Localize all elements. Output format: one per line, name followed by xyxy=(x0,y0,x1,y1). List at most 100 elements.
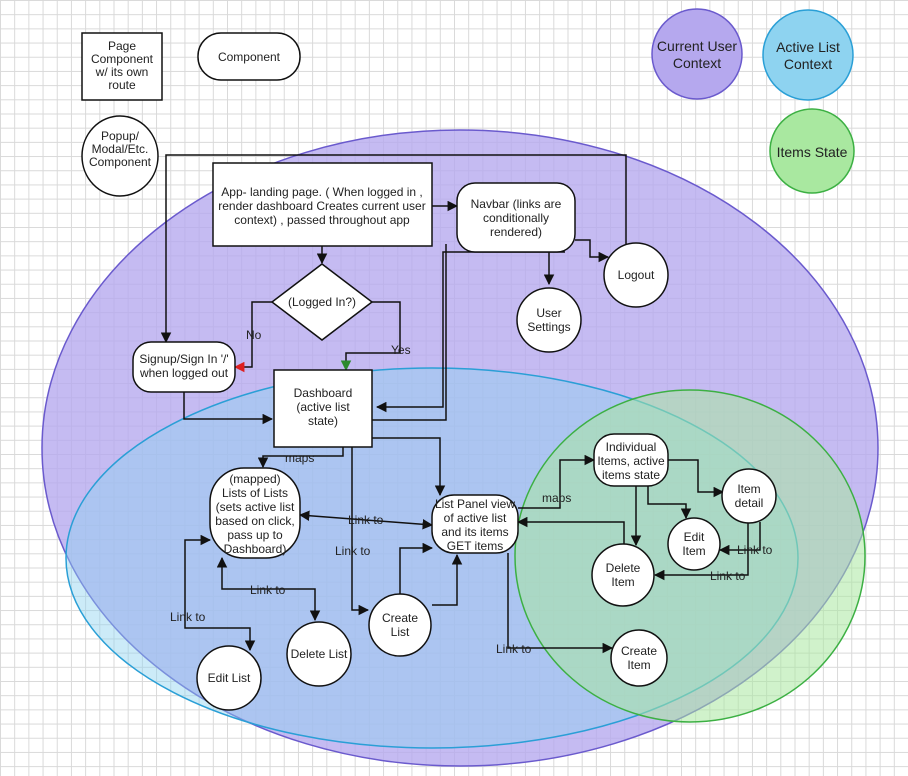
node-lists-line-6: Dashboard) xyxy=(224,542,287,556)
node-individual-items-line-1: Individual xyxy=(606,440,657,454)
node-navbar-line-3: rendered) xyxy=(490,225,542,239)
node-navbar[interactable]: Navbar (links are conditionally rendered… xyxy=(456,182,576,253)
node-lists-line-1: (mapped) xyxy=(229,472,280,486)
node-list-panel-line-2: of active list xyxy=(444,511,507,525)
legend-popup: Popup/ Modal/Etc. Component xyxy=(81,115,159,197)
legend-current-user-context: Current User Context xyxy=(651,8,743,100)
node-dashboard-line-2: (active list xyxy=(296,400,350,414)
legend-items-state-line-1: Items State xyxy=(777,144,848,160)
legend-page-component: Page Component w/ its own route xyxy=(81,32,163,101)
node-delete-list[interactable]: Delete List xyxy=(286,621,352,687)
legend-popup-line-1: Popup/ xyxy=(101,129,140,143)
edge-item-detail-to-delete-item xyxy=(653,522,749,581)
legend-active-list-context-line-2: Context xyxy=(784,56,832,72)
edge-label-link-to-lists-panel: Link to xyxy=(348,513,384,527)
node-logout[interactable]: Logout xyxy=(603,242,669,308)
edge-logged-in-yes xyxy=(340,301,401,372)
node-list-panel-line-4: GET items xyxy=(447,539,503,553)
legend-items-state: Items State xyxy=(769,108,855,194)
node-list-panel-line-1: List Panel view xyxy=(435,497,515,511)
edge-dashboard-to-create-list xyxy=(351,447,370,616)
edge-logout-to-signup xyxy=(160,154,627,344)
node-app-line-3: context) , passed throughout app xyxy=(234,213,410,227)
node-create-list[interactable]: Create List xyxy=(368,593,432,657)
node-dashboard-line-3: state) xyxy=(308,414,338,428)
node-edit-item[interactable]: Edit Item xyxy=(667,517,721,571)
edge-dashboard-to-lists xyxy=(257,447,344,469)
node-list-panel-line-3: and its items xyxy=(441,525,508,539)
node-navbar-line-1: Navbar (links are xyxy=(471,197,562,211)
node-edit-item-line-2: Item xyxy=(682,544,705,558)
edge-navbar-to-dashboard xyxy=(372,244,447,421)
node-edit-list-line-1: Edit List xyxy=(208,671,251,685)
node-create-list-line-2: List xyxy=(391,625,410,639)
edge-label-no: No xyxy=(246,328,262,342)
node-app-line-2: render dashboard Creates current user xyxy=(218,199,425,213)
edge-individual-items-to-edit-item xyxy=(647,484,692,520)
node-logged-in-decision[interactable]: (Logged In?) xyxy=(270,263,374,341)
node-navbar-line-2: conditionally xyxy=(483,211,549,225)
legend-current-user-context-line-2: Context xyxy=(673,55,721,71)
edge-item-detail-to-edit-item xyxy=(718,522,761,556)
node-individual-items-line-3: items state xyxy=(602,468,660,482)
node-edit-list[interactable]: Edit List xyxy=(196,645,262,711)
edge-label-maps-2: maps xyxy=(542,491,571,505)
node-list-panel[interactable]: List Panel view of active list and its i… xyxy=(431,494,519,554)
legend-popup-line-2: Modal/Etc. xyxy=(92,142,149,156)
node-edit-item-line-1: Edit xyxy=(684,530,705,544)
edge-list-panel-to-create-item xyxy=(507,553,614,654)
node-item-detail-line-2: detail xyxy=(735,496,764,510)
node-logged-in-line-1: (Logged In?) xyxy=(288,295,356,309)
edge-list-panel-to-individual-items xyxy=(518,454,596,509)
node-lists-line-3: (sets active list xyxy=(216,500,295,514)
legend-popup-line-3: Component xyxy=(89,155,152,169)
edge-label-link-to-edit-item: Link to xyxy=(737,543,773,557)
edge-label-maps-1: maps xyxy=(285,451,314,465)
node-delete-list-line-1: Delete List xyxy=(291,647,348,661)
node-app-line-1: App- landing page. ( When logged in , xyxy=(221,185,422,199)
node-lists[interactable]: (mapped) Lists of Lists (sets active lis… xyxy=(209,467,301,559)
node-create-item-line-1: Create xyxy=(621,644,657,658)
edge-label-link-to-dash-create: Link to xyxy=(335,544,371,558)
edge-navbar-to-logout xyxy=(575,239,610,263)
edge-logged-in-no xyxy=(233,301,272,373)
node-delete-item-line-1: Delete xyxy=(606,561,641,575)
node-lists-line-2: Lists of Lists xyxy=(222,486,288,500)
legend-page-component-line-4: route xyxy=(108,78,136,92)
legend-page-component-line-2: Component xyxy=(91,52,154,66)
node-delete-item-line-2: Item xyxy=(611,575,634,589)
node-create-list-line-1: Create xyxy=(382,611,418,625)
legend-active-list-context: Active List Context xyxy=(762,9,854,101)
node-lists-line-4: based on click, xyxy=(215,514,294,528)
legend-current-user-context-line-1: Current User xyxy=(657,38,737,54)
edge-delete-item-to-list-panel xyxy=(516,516,625,545)
edge-label-yes: Yes xyxy=(391,343,411,357)
legend-page-component-line-3: w/ its own xyxy=(95,65,149,79)
edge-label-link-to-delete-item: Link to xyxy=(710,569,746,583)
node-user-settings-line-1: User xyxy=(536,306,561,320)
edge-create-list-to-list-panel xyxy=(399,542,434,595)
node-logout-line-1: Logout xyxy=(618,268,655,282)
node-signup-line-1: Signup/Sign In '/' xyxy=(139,352,228,366)
legend-active-list-context-line-1: Active List xyxy=(776,39,840,55)
node-item-detail[interactable]: Item detail xyxy=(721,468,777,524)
node-create-item-line-2: Item xyxy=(627,658,650,672)
node-create-item[interactable]: Create Item xyxy=(610,629,668,687)
edge-label-link-to-edit-list: Link to xyxy=(170,610,206,624)
edges xyxy=(160,154,761,654)
node-delete-item[interactable]: Delete Item xyxy=(591,543,655,607)
legend-page-component-line-1: Page xyxy=(108,39,136,53)
node-app[interactable]: App- landing page. ( When logged in , re… xyxy=(212,162,433,247)
node-dashboard[interactable]: Dashboard (active list state) xyxy=(273,369,373,448)
edge-label-link-to-create-item: Link to xyxy=(496,642,532,656)
edge-lists-to-edit-list xyxy=(184,534,256,652)
edge-individual-items-to-item-detail xyxy=(668,459,725,498)
edge-create-list-to-list-panel-2 xyxy=(432,553,463,606)
node-user-settings[interactable]: User Settings xyxy=(516,287,582,353)
node-signup[interactable]: Signup/Sign In '/' when logged out xyxy=(132,341,236,393)
edge-lists-to-list-panel xyxy=(298,510,434,530)
edge-signup-to-dashboard xyxy=(183,392,274,425)
node-individual-items[interactable]: Individual Items, active items state xyxy=(593,433,669,487)
node-user-settings-line-2: Settings xyxy=(527,320,570,334)
